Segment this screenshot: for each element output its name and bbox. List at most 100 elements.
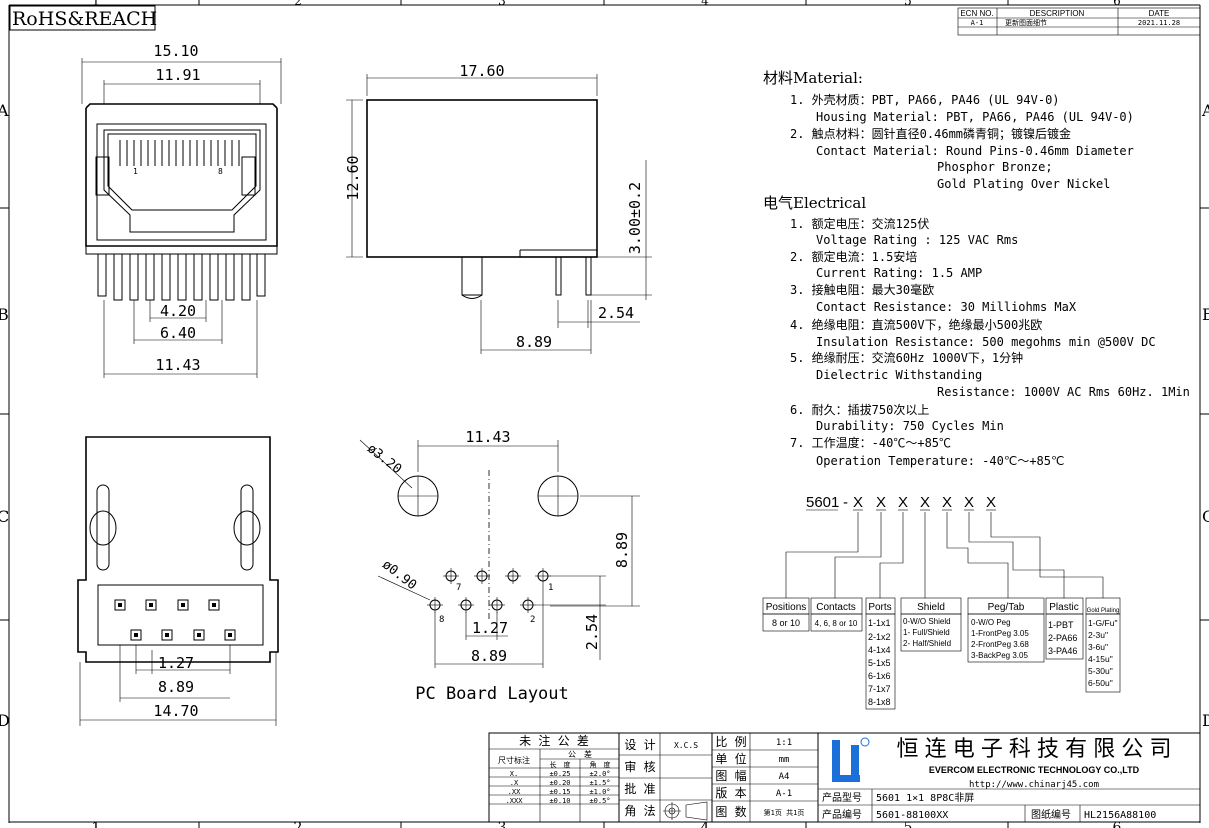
tol-row-4-a: .XXX xyxy=(506,797,524,805)
rohs-text: RoHS&REACH xyxy=(12,8,157,30)
box-positions-title: Positions xyxy=(766,602,807,613)
model-value: 5601 1×1 8P8C非屏 xyxy=(876,792,974,804)
dim-1-27-pcb: 1.27 xyxy=(472,619,508,637)
box-plastic-item-3: 3-PA46 xyxy=(1048,646,1077,656)
dim-11-43-pcb: 11.43 xyxy=(465,428,510,446)
bottom-pins xyxy=(114,599,236,641)
box-gold-item-4: 4-15u" xyxy=(1088,654,1113,664)
company-name-en: EVERCOM ELECTRONIC TECHNOLOGY CO.,LTD xyxy=(929,765,1140,775)
company-logo-icon xyxy=(832,737,870,782)
grid-top-6: 6 xyxy=(1113,0,1121,8)
part-x-7: X xyxy=(986,494,996,511)
box-gold-item-3: 3-6u" xyxy=(1088,642,1108,652)
grid-top-4: 4 xyxy=(701,0,709,8)
dim-4-20: 4.20 xyxy=(160,302,196,320)
box-pegtab-item-3: 2-FrontPeg 3.68 xyxy=(971,640,1029,649)
company-website: http://www.chinarj45.com xyxy=(969,780,1099,790)
electrical-line-15: Operation Temperature: -40℃～+85℃ xyxy=(816,454,1064,468)
box-contacts-item: 4, 6, 8 or 10 xyxy=(815,619,858,628)
electrical-line-5: 3. 接触电阻：最大30毫欧 xyxy=(790,282,934,297)
grid-right-b: B xyxy=(1202,305,1209,324)
dim-2-54-pcb: 2.54 xyxy=(583,614,601,650)
scale-label: 比 例 xyxy=(715,735,746,749)
rohs-badge: RoHS&REACH xyxy=(9,5,157,31)
material-line-2: Housing Material: PBT, PA66, PA46 (UL 94… xyxy=(816,110,1134,124)
code-value: 5601-88100XX xyxy=(876,810,948,821)
part-x-2: X xyxy=(876,494,886,511)
box-shield-item-2: 1- Full/Shield xyxy=(903,628,950,637)
front-contacts xyxy=(119,140,240,166)
box-pegtab-item-4: 3-BackPeg 3.05 xyxy=(971,651,1028,660)
material-line-5: Phosphor Bronze; xyxy=(937,160,1053,174)
tol-row-2-c: ±1.5° xyxy=(589,779,610,787)
box-ports-item-7: 8-1x8 xyxy=(868,697,891,707)
material-title: 材料Material: xyxy=(763,69,863,87)
electrical-line-3: 2. 额定电流：1.5安培 xyxy=(790,249,917,264)
tol-head-2: 长 度 xyxy=(550,760,571,769)
box-gold-item-1: 1-G/Fu" xyxy=(1088,618,1117,628)
box-ports-item-4: 5-1x5 xyxy=(868,658,891,668)
electrical-line-2: Voltage Rating : 125 VAC Rms xyxy=(816,233,1018,247)
part-x-5: X xyxy=(942,494,952,511)
grid-bottom-2: 2 xyxy=(294,820,303,828)
box-ports-item-5: 6-1x6 xyxy=(868,671,891,681)
box-plastic-item-1: 1-PBT xyxy=(1048,620,1074,630)
dim-12-60: 12.60 xyxy=(344,155,362,200)
side-view: 17.60 12.60 3.00±0.2 2.54 8.89 xyxy=(344,62,652,354)
box-ports-item-2: 2-1x2 xyxy=(868,632,891,642)
title-block: 未 注 公 差 尺寸标注 公 差 长 度 角 度 X. ±0.25 ±2.0° … xyxy=(488,732,1201,823)
tol-row-4-c: ±0.5° xyxy=(589,797,610,805)
electrical-title: 电气Electrical xyxy=(763,194,866,212)
electrical-line-12: 6. 耐久：插拔750次以上 xyxy=(790,402,929,417)
specs: 材料Material: 1. 外壳材质：PBT, PA66, PA46 (UL … xyxy=(763,69,1190,468)
pcb-pin-1: 1 xyxy=(548,583,553,593)
grid-right-c: C xyxy=(1202,507,1209,526)
material-line-6: Gold Plating Over Nickel xyxy=(937,177,1110,191)
tol-row-3-a: .XX xyxy=(508,788,521,796)
box-positions: Positions 8 or 10 xyxy=(762,597,810,632)
box-shield-title: Shield xyxy=(917,602,945,613)
grid-top-3: 3 xyxy=(498,0,506,8)
box-contacts: Contacts 4, 6, 8 or 10 xyxy=(810,597,863,632)
grid-bottom-3: 3 xyxy=(498,820,507,828)
size-label: 图 幅 xyxy=(715,768,746,783)
dim-8-89-bottom: 8.89 xyxy=(158,678,194,696)
tol-row-1-a: X. xyxy=(510,770,518,778)
box-ports-item-6: 7-1x7 xyxy=(868,684,891,694)
grid-left-b: B xyxy=(0,305,9,324)
dim-8-89-pcb-v: 8.89 xyxy=(613,532,631,568)
box-pegtab-item-2: 1-FrontPeg 3.05 xyxy=(971,629,1029,638)
part-code-leaders xyxy=(785,509,1104,598)
electrical-line-13: Durability: 750 Cycles Min xyxy=(816,419,1004,433)
box-ports-item-1: 1-1x1 xyxy=(868,618,891,628)
ecn-row-no: A-1 xyxy=(971,19,984,27)
dim-15-10: 15.10 xyxy=(153,42,198,60)
box-pegtab: Peg/Tab 0-W/O Peg 1-FrontPeg 3.05 2-Fron… xyxy=(967,597,1045,663)
box-ports-title: Ports xyxy=(868,602,891,613)
tol-title: 未 注 公 差 xyxy=(519,733,589,748)
dim-17-60: 17.60 xyxy=(459,62,504,80)
box-positions-item: 8 or 10 xyxy=(772,618,800,628)
size-value: A4 xyxy=(779,772,790,782)
grid-left-c: C xyxy=(0,507,9,526)
review-label: 审 核 xyxy=(624,759,655,774)
electrical-line-9: 5. 绝缘耐压：交流60Hz 1000V下，1分钟 xyxy=(790,350,1023,365)
dim-11-43: 11.43 xyxy=(155,356,200,374)
tol-head-3: 角 度 xyxy=(590,760,611,769)
material-line-4: Contact Material: Round Pins-0.46mm Diam… xyxy=(816,144,1134,158)
box-pegtab-item-1: 0-W/O Peg xyxy=(971,618,1011,627)
ecn-col-date: DATE xyxy=(1149,9,1170,18)
electrical-line-6: Contact Resistance: 30 Milliohms MaX xyxy=(816,300,1077,314)
grid-left-d: D xyxy=(0,711,10,730)
tol-head-1: 公 差 xyxy=(568,749,592,759)
part-x-1: X xyxy=(853,494,863,511)
box-shield-item-1: 0-W/O Shield xyxy=(903,617,951,626)
grid-bottom-5: 5 xyxy=(904,820,913,828)
part-x-3: X xyxy=(898,494,908,511)
grid-right-d: D xyxy=(1202,711,1209,730)
box-gold-title: Gold Plating xyxy=(1087,608,1120,614)
company-name-cn: 恒 连 电 子 科 技 有 限 公 司 xyxy=(896,736,1171,761)
